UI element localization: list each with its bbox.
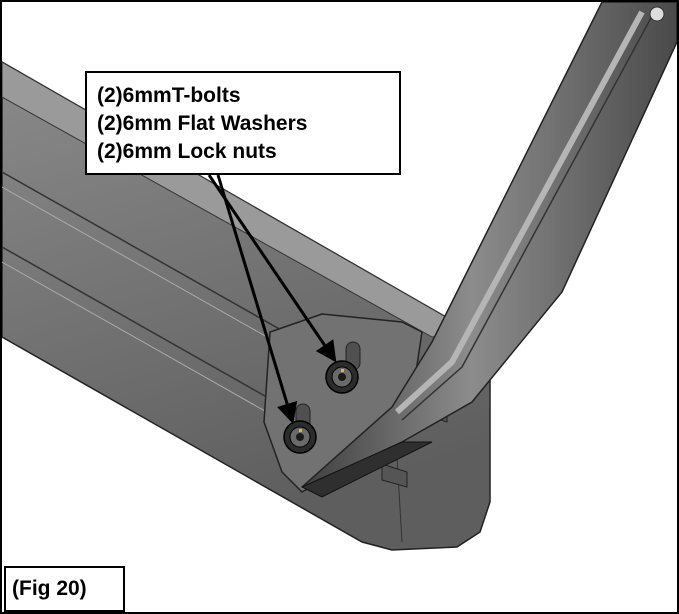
callout-arrow-upper <box>207 174 337 363</box>
upright-ridge <box>394 10 645 415</box>
callout-arrow-lower <box>216 174 298 425</box>
rail-groove <box>2 261 303 433</box>
upright-top-bolt <box>649 6 665 22</box>
callout-line-t-bolts: (2)6mmT-bolts <box>97 84 241 107</box>
bracket-tab <box>381 463 408 488</box>
callout-line-flat-washers: (2)6mm Flat Washers <box>97 112 308 135</box>
lock-nut-lower <box>283 420 317 454</box>
hardware-callout-box: (2)6mmT-bolts (2)6mm Flat Washers (2)6mm… <box>85 71 401 175</box>
rail-groove <box>2 246 303 418</box>
figure-label: (Fig 20) <box>4 566 125 612</box>
upright-foot <box>300 441 433 498</box>
upright-ridge-edge <box>401 15 653 421</box>
lock-nut-upper <box>325 360 359 394</box>
callout-line-lock-nuts: (2)6mm Lock nuts <box>97 140 277 163</box>
